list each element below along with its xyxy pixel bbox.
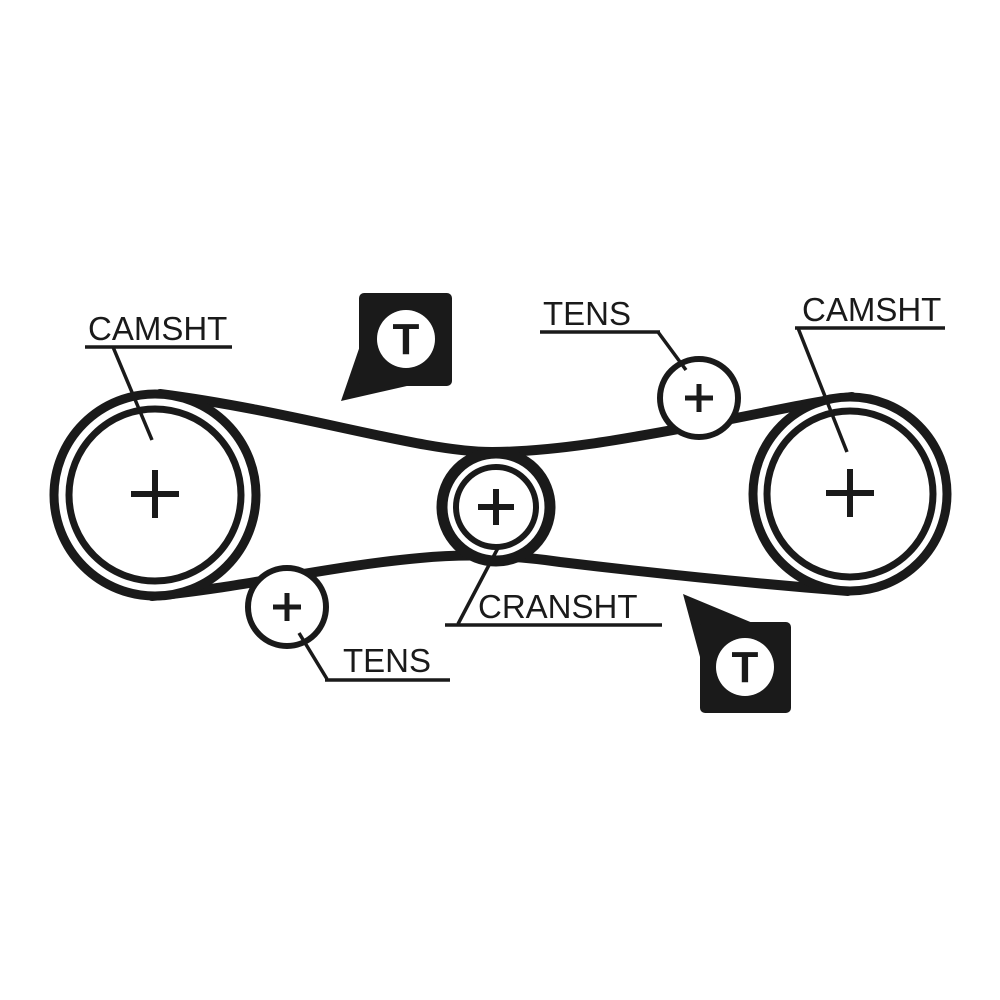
crankshaft-label: CRANSHT (478, 588, 638, 625)
camshaft-left-label: CAMSHT (88, 310, 227, 347)
timing-mark-badge-top: T (341, 293, 452, 401)
crosshair-icon (685, 384, 713, 412)
tensioner-pulley-bottom (245, 565, 329, 649)
tensioner-top-label: TENS (543, 295, 631, 332)
camshaft-pulley-right (748, 392, 952, 596)
badge-circle (377, 310, 435, 368)
leader-line-tensioner-bottom (297, 632, 329, 680)
tensioner-bottom-label: TENS (343, 642, 431, 679)
crosshair-icon (273, 593, 301, 621)
timing-mark-bottom-letter: T (732, 643, 759, 692)
crankshaft-pulley (436, 447, 556, 567)
camshaft-right-label: CAMSHT (802, 291, 941, 328)
leader-line-tensioner-top (656, 330, 688, 372)
badge-circle (716, 638, 774, 696)
timing-mark-badge-bottom: T (683, 594, 791, 713)
leader-lines (85, 326, 945, 682)
leader-line-camshaft-left (111, 346, 154, 441)
belt-upper-run (155, 389, 857, 458)
crosshair-icon (826, 469, 874, 517)
timing-mark-top-letter: T (393, 315, 420, 364)
leader-line-crankshaft (456, 545, 501, 625)
leader-line-camshaft-right (796, 327, 849, 453)
camshaft-pulley-left (49, 389, 261, 601)
crosshair-icon (131, 470, 179, 518)
tensioner-pulley-top (657, 356, 741, 440)
crosshair-icon (478, 489, 514, 525)
